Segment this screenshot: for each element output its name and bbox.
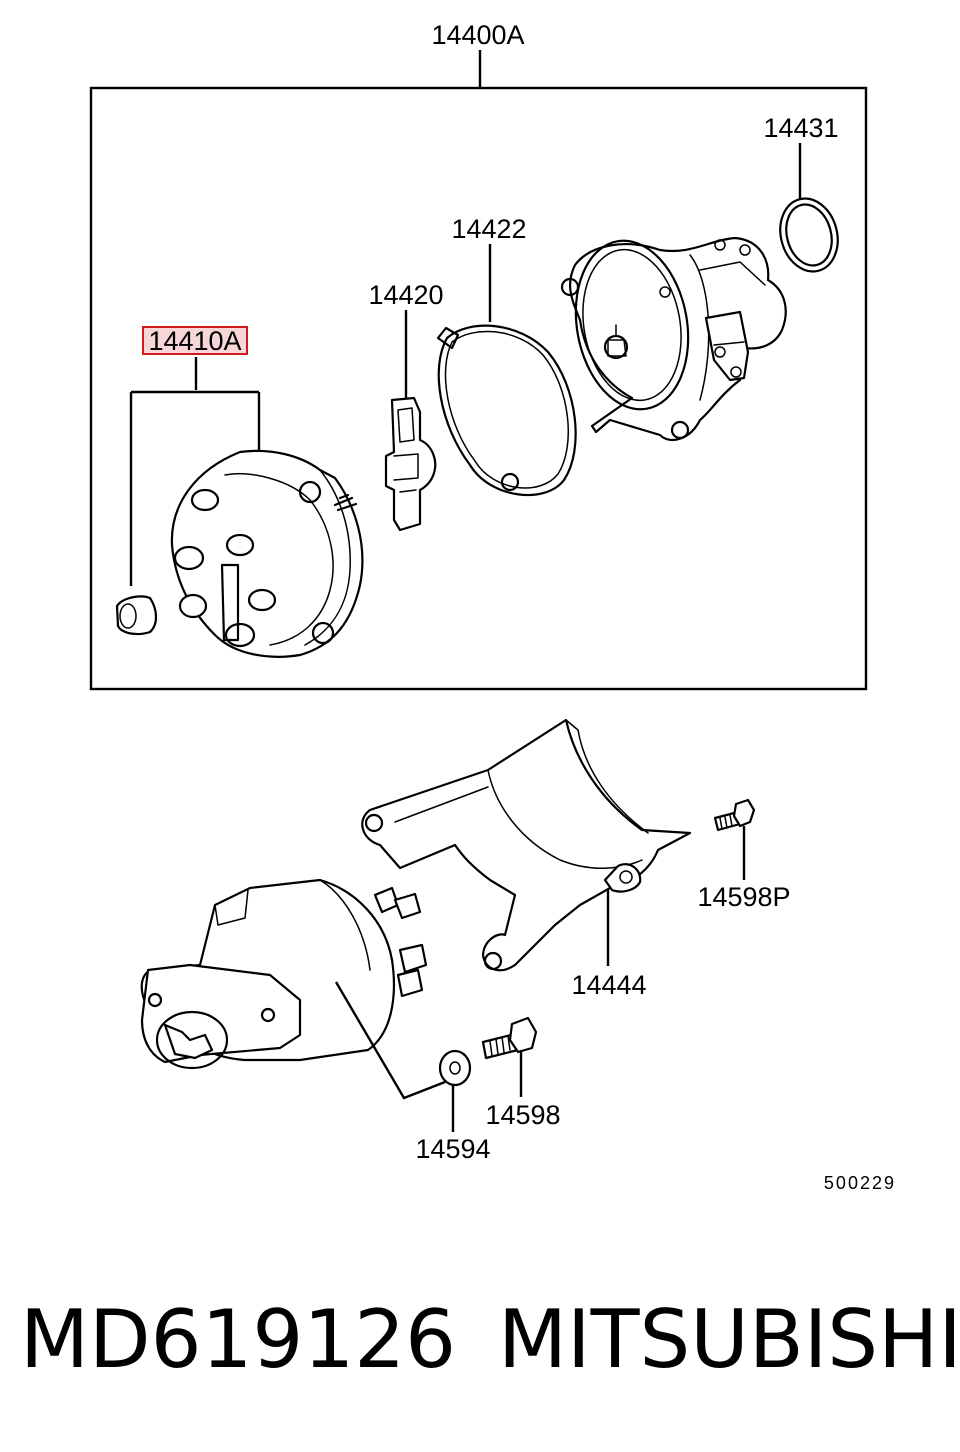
bolt-14598-part[interactable]	[481, 1016, 538, 1060]
o-ring-part[interactable]	[772, 192, 845, 278]
callout-14410a[interactable]: 14410A	[148, 326, 241, 356]
callout-14410a-highlight	[142, 326, 248, 355]
rotor-part[interactable]	[384, 396, 437, 532]
footer-caption: MD619126 MITSUBISHI	[0, 1285, 960, 1395]
distributor-housing-part[interactable]	[560, 232, 787, 442]
distributor-cap-part[interactable]	[170, 449, 364, 658]
washer-part[interactable]	[438, 1049, 472, 1087]
callout-14400a[interactable]: 14400A	[431, 20, 524, 50]
callout-14420[interactable]: 14420	[368, 280, 443, 310]
cover-part[interactable]	[361, 718, 692, 972]
callout-14598p[interactable]: 14598P	[697, 882, 790, 912]
assembly-group-frame	[89, 86, 868, 691]
brand-name: MITSUBISHI	[498, 1293, 960, 1386]
callout-14594[interactable]: 14594	[415, 1134, 490, 1164]
gasket-part[interactable]	[436, 324, 577, 497]
distributor-lower-part[interactable]	[140, 878, 428, 1070]
callout-14431[interactable]: 14431	[763, 113, 838, 143]
cap-terminal-towers	[173, 488, 277, 648]
figure-number: 500229	[824, 1173, 896, 1193]
carbon-brush-part[interactable]	[115, 595, 158, 636]
callout-14422[interactable]: 14422	[451, 214, 526, 244]
part-number: MD619126	[20, 1293, 457, 1386]
leader-14410a	[129, 357, 261, 586]
bolt-14598p-part[interactable]	[713, 798, 756, 832]
leader-14594-diag	[334, 981, 446, 1100]
callout-14598[interactable]: 14598	[485, 1100, 560, 1130]
callout-14444[interactable]: 14444	[571, 970, 646, 1000]
